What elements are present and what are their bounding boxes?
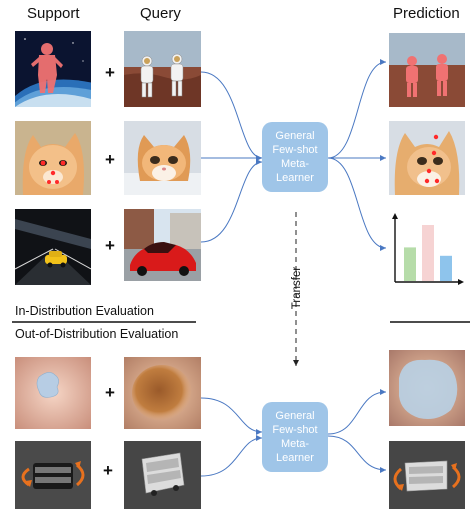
ood-output-connector-2 <box>327 435 387 473</box>
learner-line-meta: Meta- <box>280 158 310 170</box>
ood-input-connector-1 <box>200 397 263 435</box>
support-header: Support <box>27 5 80 22</box>
plus-sign-row4: + <box>105 383 115 402</box>
prediction-image-cat-keypoints <box>389 121 465 195</box>
support-image-cat-keypoints <box>15 121 91 195</box>
plus-sign-row2: + <box>105 150 115 169</box>
query-image-red-car <box>124 209 201 281</box>
input-connector-1 <box>200 71 263 161</box>
output-connector-1 <box>327 59 387 159</box>
meta-learner-box-bottom: General Few-shot Meta- Learner <box>262 402 328 472</box>
query-image-bus <box>124 441 201 509</box>
chart-bar-1 <box>404 247 416 281</box>
prediction-image-skin-mask <box>389 350 465 426</box>
support-image-skin-mask <box>15 357 91 429</box>
learner-line-few-shot: Few-shot <box>272 144 318 156</box>
output-connector-3 <box>327 157 387 251</box>
learner-line-learner: Learner <box>276 172 314 184</box>
bar-chart-svg <box>392 213 464 285</box>
prediction-bar-chart <box>389 212 465 286</box>
support-image-car-tunnel <box>15 209 91 285</box>
support-image-astronaut-space <box>15 31 91 107</box>
learner-line-general: General <box>275 410 315 422</box>
query-header: Query <box>140 5 181 22</box>
input-connector-3 <box>200 159 263 243</box>
transfer-label: Transfer <box>291 266 303 310</box>
meta-learner-box-top: General Few-shot Meta- Learner <box>262 122 328 192</box>
plus-sign-row5: + <box>103 461 113 480</box>
in-distribution-label: In-Distribution Evaluation <box>15 304 154 318</box>
learner-line-few-shot: Few-shot <box>272 424 318 436</box>
ood-input-connector-2 <box>200 435 263 477</box>
chart-bar-3 <box>440 255 452 281</box>
ood-output-connector-1 <box>327 389 387 435</box>
learner-line-learner: Learner <box>276 452 314 464</box>
learner-line-meta: Meta- <box>280 438 310 450</box>
prediction-image-bus-rotate <box>389 441 465 509</box>
learner-line-general: General <box>275 130 315 142</box>
out-of-distribution-label: Out-of-Distribution Evaluation <box>15 327 179 341</box>
query-image-astronauts-desert <box>124 31 201 107</box>
support-image-bus-rotate <box>15 441 91 509</box>
query-image-skin-lesion <box>124 357 201 429</box>
chart-bar-2 <box>422 225 434 281</box>
query-image-cat <box>124 121 201 195</box>
prediction-header: Prediction <box>393 5 460 22</box>
plus-sign-row1: + <box>105 63 115 82</box>
prediction-image-astronaut-mask <box>389 33 465 107</box>
plus-sign-row3: + <box>105 236 115 255</box>
